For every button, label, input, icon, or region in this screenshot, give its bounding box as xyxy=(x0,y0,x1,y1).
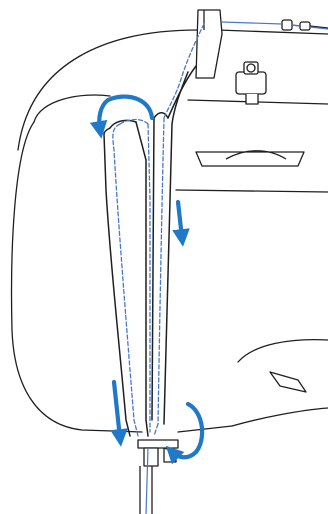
arrow-top-curve-icon xyxy=(99,97,152,130)
tension-dial-window xyxy=(196,151,304,166)
direction-arrows xyxy=(99,97,202,458)
top-thread-guide-assembly xyxy=(196,10,328,104)
arrow-left-down-icon xyxy=(114,382,120,438)
arrow-right-down-icon xyxy=(178,202,182,238)
thread-to-spool xyxy=(222,22,328,29)
thread-path xyxy=(113,24,204,436)
presser-foot-lever xyxy=(270,372,306,392)
